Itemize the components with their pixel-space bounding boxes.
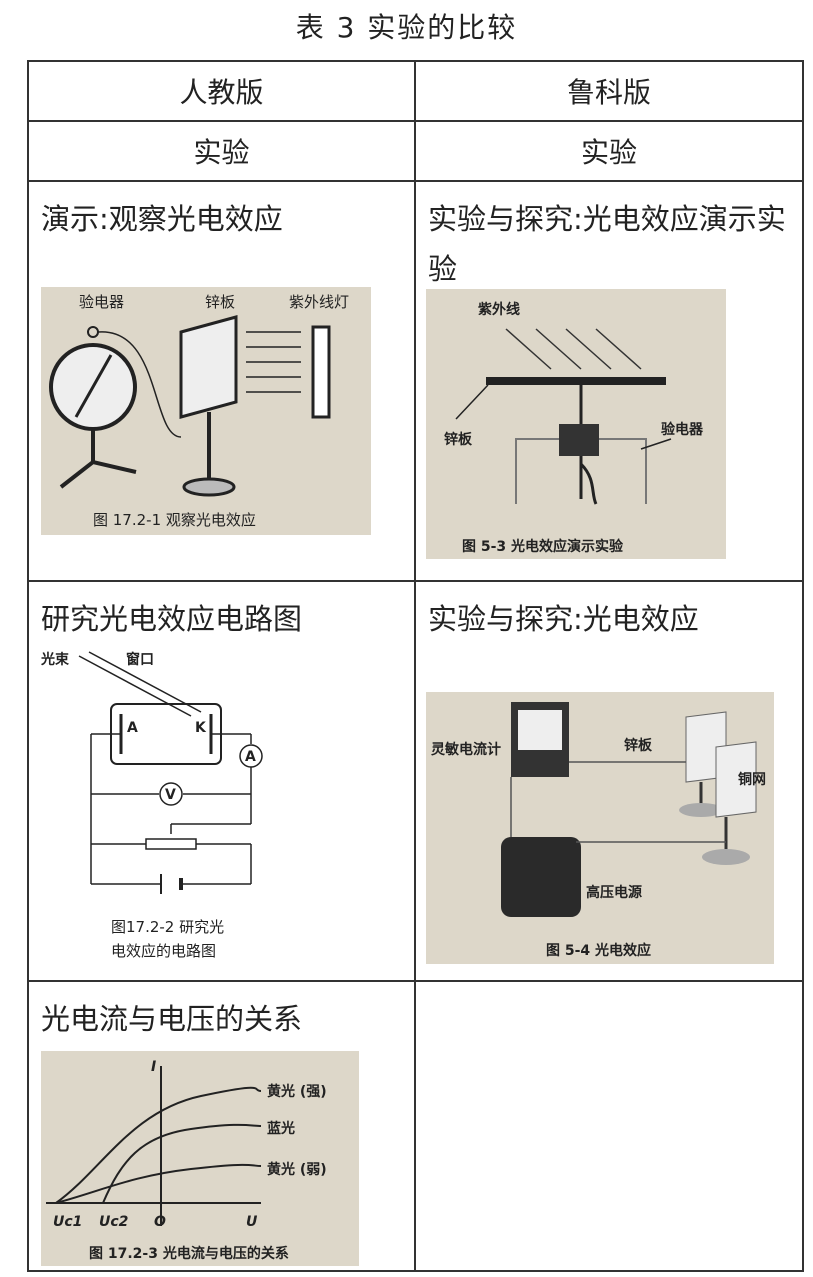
cell-title	[416, 982, 802, 994]
figure-caption: 图17.2-2 研究光	[111, 918, 224, 936]
figure-label: 验电器	[661, 421, 704, 438]
curve-label: 蓝光	[267, 1120, 295, 1137]
comparison-table: 人教版 鲁科版 实验 实验 演示:观察光电效应 验电器 锌板 紫外线灯	[27, 60, 804, 1272]
axis-label: O	[154, 1214, 166, 1230]
figure-zinc-plate-demo: 紫外线 锌板 验电器 图 5-3 光电效应演示实验	[426, 289, 726, 559]
figure-caption: 电效应的电路图	[111, 942, 216, 960]
table-title: 表 3 实验的比较	[295, 11, 518, 44]
figure-label: 窗口	[126, 651, 154, 668]
figure-label: 光束	[41, 651, 70, 668]
column-header-left: 人教版	[27, 60, 416, 122]
cell-demo-right: 实验与探究:光电效应演示实验 紫外线 锌板 验电器 图 5-3 光电效应演示实验	[414, 180, 804, 582]
cell-current-voltage-left: 光电流与电压的关系 I U O Uc1 Uc2 黄光 (强) 蓝光 黄光 (弱)…	[27, 980, 416, 1272]
figure-label: 紫外线灯	[289, 293, 349, 311]
figure-label: K	[195, 720, 207, 736]
figure-high-voltage-setup: 灵敏电流计 锌板 铜网 高压电源 图 5-4 光电效应	[426, 692, 774, 964]
figure-label: A	[127, 720, 138, 736]
cell-title: 实验与探究:光电效应	[428, 602, 699, 636]
cell-title: 研究光电效应电路图	[41, 602, 303, 636]
figure-label: 高压电源	[586, 884, 642, 901]
figure-caption: 图 17.2-3 光电流与电压的关系	[89, 1245, 289, 1262]
cell-title: 实验与探究:光电效应演示实验	[428, 202, 786, 286]
figure-iv-curves: I U O Uc1 Uc2 黄光 (强) 蓝光 黄光 (弱) 图 17.2-3 …	[41, 1051, 359, 1266]
sub-header-right: 实验	[414, 120, 804, 182]
axis-label: U	[246, 1214, 258, 1230]
figure-circuit-diagram: 光束 窗口 A K A V	[41, 644, 301, 962]
tick-label: Uc2	[99, 1214, 128, 1230]
column-header-right: 鲁科版	[414, 60, 804, 122]
tick-label: Uc1	[53, 1214, 82, 1230]
figure-caption: 图 5-3 光电效应演示实验	[462, 538, 624, 555]
figure-label: 灵敏电流计	[431, 741, 501, 758]
figure-label: 锌板	[444, 431, 473, 448]
figure-label: 紫外线	[478, 301, 520, 318]
curve-label: 黄光 (强)	[267, 1083, 327, 1100]
cell-experiment-right: 实验与探究:光电效应 灵敏电流计 锌板 铜网 高压电源 图 5-4 光电效应	[414, 580, 804, 982]
cell-demo-left: 演示:观察光电效应 验电器 锌板 紫外线灯	[27, 180, 416, 582]
cell-title: 光电流与电压的关系	[41, 1002, 303, 1036]
axis-label: I	[151, 1059, 156, 1075]
sub-header-left: 实验	[27, 120, 416, 182]
cell-empty-right	[414, 980, 804, 1272]
figure-label: 验电器	[79, 293, 124, 311]
cell-circuit-left: 研究光电效应电路图 光束 窗口 A K A	[27, 580, 416, 982]
figure-caption: 图 5-4 光电效应	[546, 942, 651, 959]
curve-label: 黄光 (弱)	[267, 1161, 327, 1178]
figure-label: A	[245, 749, 256, 765]
figure-label: V	[165, 787, 176, 803]
figure-caption: 图 17.2-1 观察光电效应	[93, 511, 256, 529]
figure-label: 铜网	[738, 771, 766, 788]
figure-label: 锌板	[205, 293, 235, 311]
figure-label: 锌板	[624, 737, 653, 754]
cell-title: 演示:观察光电效应	[41, 202, 283, 236]
figure-electroscope-demo: 验电器 锌板 紫外线灯 图 17.2-1 观察光电效应	[41, 287, 371, 535]
